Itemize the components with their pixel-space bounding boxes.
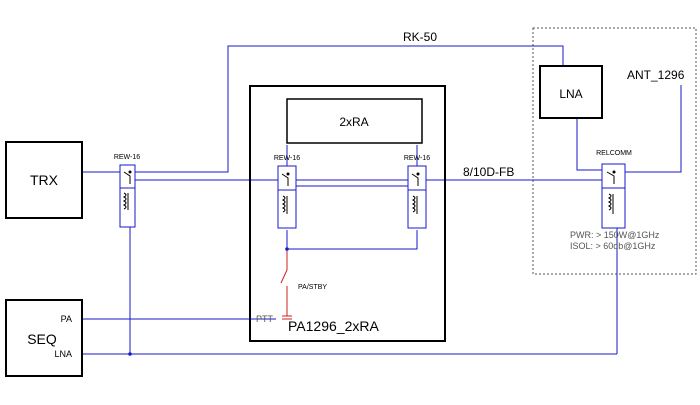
- relay-rew16-pa-left-label: REW-16: [274, 155, 300, 162]
- antenna-enclosure: [532, 27, 697, 275]
- relay-relcomm-label: RELCOMM: [596, 150, 632, 157]
- seq-box: [5, 299, 83, 377]
- amplifier-label: 2xRA: [339, 115, 368, 129]
- wiring: [82, 45, 682, 355]
- junction-dot: [128, 352, 132, 356]
- junction-dot: [285, 247, 289, 251]
- pa-stby-switch: [280, 249, 292, 320]
- seq-lna-port: LNA: [54, 349, 72, 359]
- relay-rew16-pa-right: [407, 165, 427, 229]
- trx-label: TRX: [30, 172, 59, 188]
- pa-stby-label: PA/STBY: [298, 284, 327, 291]
- amplifier-box: [286, 98, 423, 144]
- power-spec: PWR: > 150W@1GHz: [570, 230, 660, 240]
- antenna-label: ANT_1296: [627, 68, 685, 82]
- pa-enclosure-label: PA1296_2xRA: [288, 318, 379, 334]
- relay-relcomm: [601, 163, 626, 229]
- lna-box: [539, 65, 603, 119]
- trx-box: [5, 141, 83, 219]
- seq-label: SEQ: [27, 331, 57, 347]
- relay-rew16-left: [119, 164, 136, 228]
- relay-rew16-pa-left: [277, 165, 297, 229]
- relay-rew16-pa-right-label: REW-16: [404, 155, 430, 162]
- relay-rew16-left-label: REW-16: [114, 154, 140, 161]
- rk50-cable-label: RK-50: [403, 30, 437, 44]
- isolation-spec: ISOL: > 60db@1GHz: [570, 241, 656, 251]
- pa-enclosure: [249, 85, 446, 342]
- ptt-port: PTT: [256, 314, 274, 324]
- seq-pa-port: PA: [61, 314, 72, 324]
- lna-label: LNA: [559, 87, 582, 101]
- main-feed-label: 8/10D-FB: [463, 165, 514, 179]
